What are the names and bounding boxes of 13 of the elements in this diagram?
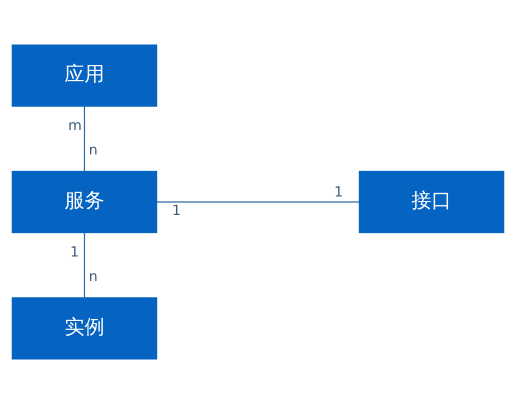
connector <box>157 200 360 202</box>
label: 1 <box>70 244 80 260</box>
node-box: 实例 <box>12 296 158 359</box>
label: n <box>88 142 98 158</box>
label: 1 <box>334 184 344 200</box>
node-box: 接口 <box>358 170 504 233</box>
label: m <box>68 118 82 134</box>
node-box: 应用 <box>12 44 158 106</box>
label: 1 <box>172 202 181 219</box>
connector <box>84 106 86 171</box>
connector <box>84 232 86 297</box>
node-box: 服务 <box>12 170 158 233</box>
label: n <box>88 268 98 285</box>
